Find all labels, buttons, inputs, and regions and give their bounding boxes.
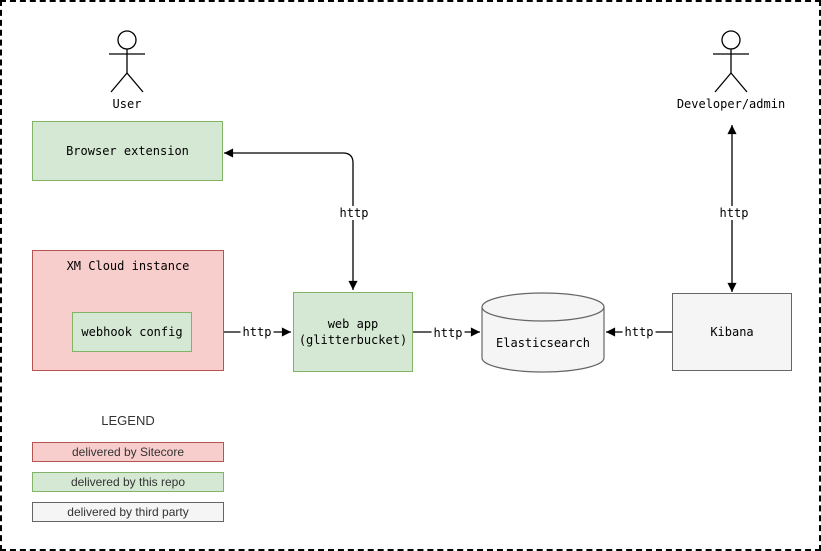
- kibana-node: Kibana: [672, 293, 792, 371]
- legend-item-this-repo: delivered by this repo: [32, 472, 224, 492]
- web-app-label-line2: (glitterbucket): [298, 333, 408, 347]
- edge-label-http-kibana-developer: http: [717, 206, 751, 220]
- xm-cloud-instance-label: XM Cloud instance: [66, 259, 190, 273]
- user-actor-label: User: [112, 97, 142, 111]
- developer-admin-actor-icon: [713, 30, 749, 93]
- edge-label-http-kibana-elasticsearch: http: [622, 325, 656, 339]
- developer-admin-actor-label: Developer/admin: [676, 97, 786, 111]
- user-actor-icon: [109, 30, 145, 93]
- legend-title: LEGEND: [101, 413, 155, 428]
- edge-label-http-webhook-webapp: http: [240, 325, 274, 339]
- web-app-label-line1: web app: [327, 316, 379, 331]
- legend-item-sitecore: delivered by Sitecore: [32, 442, 224, 462]
- edge-webapp-browser-extension: [224, 148, 358, 291]
- edge-label-http-webapp-elasticsearch: http: [431, 326, 465, 340]
- elasticsearch-cylinder-shape: [481, 292, 605, 373]
- browser-extension-node: Browser extension: [32, 121, 223, 181]
- edge-label-http-webapp-browser: http: [337, 206, 371, 220]
- xm-cloud-instance-node: XM Cloud instance: [32, 250, 224, 371]
- elasticsearch-label: Elasticsearch: [496, 336, 590, 350]
- web-app-node: web app (glitterbucket): [293, 292, 413, 372]
- legend-item-third-party: delivered by third party: [32, 502, 224, 522]
- webhook-config-node: webhook config: [72, 312, 192, 352]
